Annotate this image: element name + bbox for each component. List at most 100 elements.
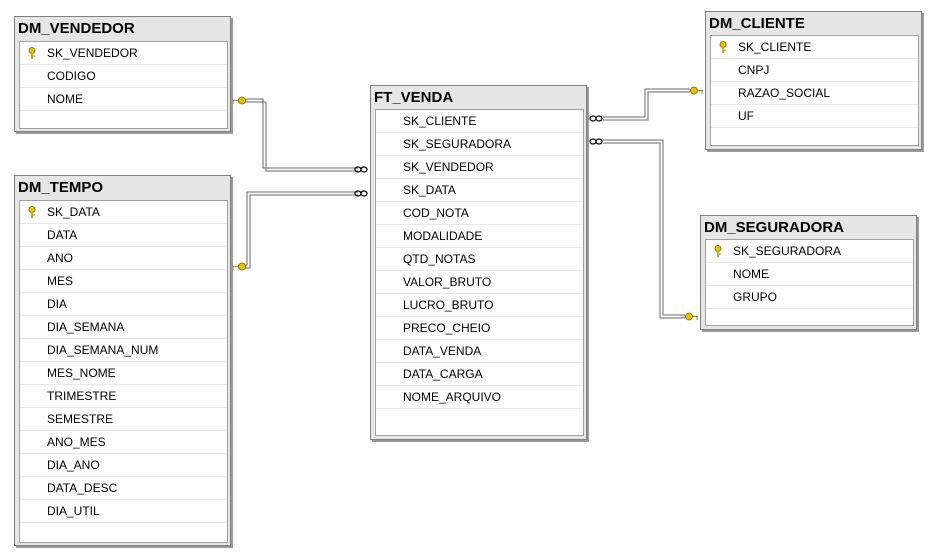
column-row[interactable]: PRECO_CHEIO	[376, 317, 583, 340]
column-row[interactable]: SK_DATA	[20, 201, 227, 224]
column-name: MES	[47, 274, 74, 288]
table-title: DM_TEMPO	[18, 179, 104, 196]
column-row[interactable]: DIA_UTIL	[20, 500, 227, 523]
column-grid: SK_CLIENTE CNPJ RAZAO_SOCIAL UF	[710, 35, 919, 146]
key-end-icon	[232, 96, 246, 105]
column-name: SK_VENDEDOR	[47, 46, 138, 60]
key-end-icon	[685, 312, 698, 321]
column-name: SK_DATA	[403, 183, 456, 197]
column-name: CNPJ	[738, 63, 770, 77]
column-name: DIA_SEMANA	[47, 320, 125, 334]
relationship-venda-cliente[interactable]	[603, 88, 690, 121]
primary-key-icon	[28, 47, 36, 59]
column-row[interactable]: DATA_VENDA	[376, 340, 583, 363]
primary-key-icon	[28, 206, 36, 218]
column-name: DATA_DESC	[47, 481, 118, 495]
column-row[interactable]: DIA_SEMANA	[20, 316, 227, 339]
column-name: DATA_CARGA	[403, 367, 483, 381]
column-row[interactable]: LUCRO_BRUTO	[376, 294, 583, 317]
column-row[interactable]: DIA_SEMANA_NUM	[20, 339, 227, 362]
column-row[interactable]: DATA	[20, 224, 227, 247]
column-name: SK_SEGURADORA	[403, 137, 512, 151]
column-row[interactable]: UF	[711, 105, 918, 128]
primary-key-icon	[714, 245, 722, 257]
column-row[interactable]: COD_NOTA	[376, 202, 583, 225]
column-row[interactable]: SK_VENDEDOR	[20, 42, 227, 65]
column-name: DATA	[47, 228, 78, 242]
column-name: SK_CLIENTE	[403, 114, 477, 128]
column-row[interactable]: NOME_ARQUIVO	[376, 386, 583, 409]
column-row[interactable]: SK_CLIENTE	[711, 36, 918, 59]
relationship-venda-seguradora[interactable]	[603, 139, 685, 319]
column-name: SK_CLIENTE	[738, 40, 812, 54]
column-name: DIA	[47, 297, 68, 311]
table-dm-vendedor[interactable]: DM_VENDEDOR SK_VENDEDOR CODIGO NOME	[14, 16, 231, 132]
column-name: RAZAO_SOCIAL	[738, 86, 831, 100]
column-row[interactable]: DATA_CARGA	[376, 363, 583, 386]
column-grid: SK_DATA DATA ANO MES DIA DIA_SEMANA DIA_…	[19, 200, 228, 543]
column-grid: SK_VENDEDOR CODIGO NOME	[19, 41, 228, 129]
column-name: SEMESTRE	[47, 412, 114, 426]
relationship-tempo-venda[interactable]	[238, 191, 358, 269]
table-title: DM_CLIENTE	[709, 15, 805, 32]
column-row[interactable]: DIA	[20, 293, 227, 316]
table-dm-seguradora[interactable]: DM_SEGURADORA SK_SEGURADORA NOME GRUPO	[700, 215, 917, 330]
column-row[interactable]: SK_SEGURADORA	[376, 133, 583, 156]
column-row[interactable]: SEMESTRE	[20, 408, 227, 431]
column-name: SK_VENDEDOR	[403, 160, 494, 174]
column-row[interactable]: CNPJ	[711, 59, 918, 82]
column-name: DIA_SEMANA_NUM	[47, 343, 159, 357]
column-name: ANO	[47, 251, 74, 265]
column-row[interactable]: SK_SEGURADORA	[706, 240, 913, 263]
primary-key-icon	[719, 41, 727, 53]
table-dm-cliente[interactable]: DM_CLIENTE SK_CLIENTE CNPJ RAZAO_SOCIAL …	[705, 11, 922, 150]
table-dm-tempo[interactable]: DM_TEMPO SK_DATA DATA ANO MES DIA DIA_SE…	[14, 175, 231, 546]
column-row[interactable]: ANO	[20, 247, 227, 270]
relationship-vendedor-venda[interactable]	[238, 98, 358, 172]
column-row[interactable]: RAZAO_SOCIAL	[711, 82, 918, 105]
column-name: CODIGO	[47, 69, 96, 83]
column-name: UF	[738, 109, 754, 123]
column-name: LUCRO_BRUTO	[403, 298, 494, 312]
key-end-icon	[690, 86, 703, 95]
column-row[interactable]: DIA_ANO	[20, 454, 227, 477]
column-name: MES_NOME	[47, 366, 116, 380]
column-name: NOME	[733, 267, 769, 281]
column-name: NOME	[47, 92, 83, 106]
column-row[interactable]: TRIMESTRE	[20, 385, 227, 408]
column-row[interactable]: NOME	[706, 263, 913, 286]
column-name: TRIMESTRE	[47, 389, 117, 403]
column-name: MODALIDADE	[403, 229, 483, 243]
column-name: COD_NOTA	[403, 206, 469, 220]
column-row[interactable]: QTD_NOTAS	[376, 248, 583, 271]
column-row[interactable]: DATA_DESC	[20, 477, 227, 500]
column-row[interactable]: NOME	[20, 88, 227, 111]
table-title: DM_SEGURADORA	[704, 219, 845, 236]
column-name: DATA_VENDA	[403, 344, 482, 358]
table-ft-venda[interactable]: FT_VENDA SK_CLIENTE SK_SEGURADORA SK_VEN…	[370, 85, 587, 440]
column-row[interactable]: CODIGO	[20, 65, 227, 88]
key-end-icon	[232, 262, 246, 271]
table-title: FT_VENDA	[374, 89, 454, 106]
column-row[interactable]: MODALIDADE	[376, 225, 583, 248]
column-row[interactable]: ANO_MES	[20, 431, 227, 454]
column-grid: SK_SEGURADORA NOME GRUPO	[705, 239, 914, 326]
column-grid: SK_CLIENTE SK_SEGURADORA SK_VENDEDOR SK_…	[375, 109, 584, 436]
column-name: PRECO_CHEIO	[403, 321, 491, 335]
column-row[interactable]: SK_VENDEDOR	[376, 156, 583, 179]
many-end-icon	[354, 190, 368, 197]
column-row[interactable]: MES	[20, 270, 227, 293]
column-name: SK_SEGURADORA	[733, 244, 842, 258]
column-row[interactable]: MES_NOME	[20, 362, 227, 385]
column-row[interactable]: VALOR_BRUTO	[376, 271, 583, 294]
column-row[interactable]: SK_DATA	[376, 179, 583, 202]
column-name: NOME_ARQUIVO	[403, 390, 502, 404]
many-end-icon	[589, 115, 603, 122]
table-title: DM_VENDEDOR	[18, 20, 135, 37]
many-end-icon	[354, 166, 368, 173]
column-row[interactable]: GRUPO	[706, 286, 913, 309]
column-name: ANO_MES	[47, 435, 106, 449]
column-name: DIA_UTIL	[47, 504, 100, 518]
column-row[interactable]: SK_CLIENTE	[376, 110, 583, 133]
column-name: VALOR_BRUTO	[403, 275, 492, 289]
